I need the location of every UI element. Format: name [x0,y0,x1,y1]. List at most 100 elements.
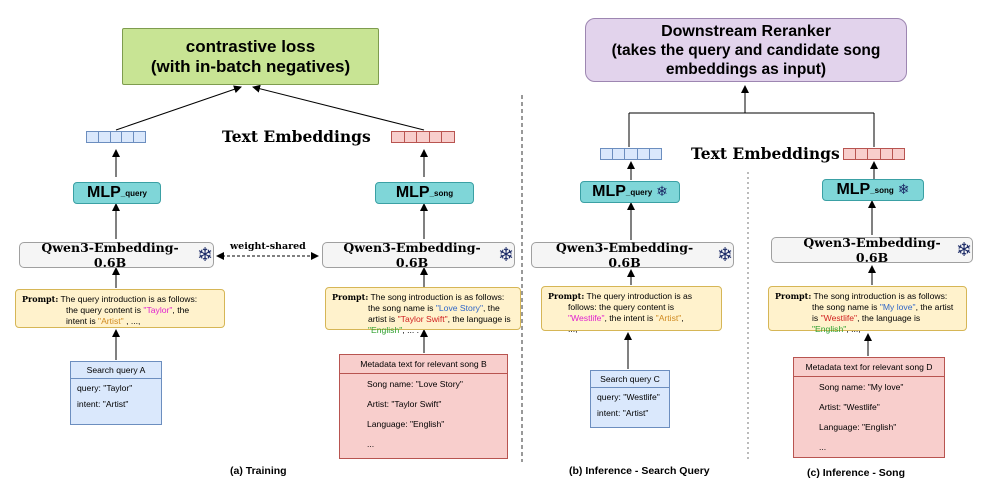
language-row: Language: "English" [819,422,897,432]
reranker-line3: embeddings as input) [665,60,827,78]
loss-line2: (with in-batch negatives) [150,56,351,76]
intent-row: intent: "Artist" [77,399,129,409]
prompt-text: , the language is [447,314,511,324]
prompt-text: The song introduction is as follows: [370,292,505,302]
prompt-value: "My love" [879,302,916,312]
query-embedding-vector-inference [600,148,663,160]
snowflake-icon: ❄ [956,238,972,261]
encoder-label: Qwen3-Embedding-0.6B [41,240,179,270]
prompt-text: , the [172,305,190,315]
snowflake-icon: ❄ [197,243,213,266]
song-name-row: Song name: "Love Story" [367,379,463,389]
prompt-text: , ..., [846,324,861,334]
metadata-header: Metadata text for relevant song D [794,358,944,377]
prompt-text: the song name is [812,302,880,312]
ellipsis-row: ... [367,439,375,449]
encoder-query-training: Qwen3-Embedding-0.6B ❄ [19,240,214,270]
artist-row: Artist: "Taylor Swift" [367,399,442,409]
prompt-text: is [812,313,821,323]
query-row: query: "Taylor" [77,383,133,393]
prompt-song-inference: Prompt: The song introduction is as foll… [768,286,967,334]
mlp-query-sub: _query [120,188,147,198]
mlp-song-inference: MLP_song❄ [822,179,924,201]
intent-row: intent: "Artist" [597,408,649,418]
prompt-value: "Love Story" [435,303,484,313]
encoder-song-inference: Qwen3-Embedding-0.6B ❄ [771,235,973,265]
snowflake-icon: ❄ [897,182,910,198]
text-embeddings-label-inference: Text Embeddings [691,144,840,163]
metadata-header: Metadata text for relevant song B [340,355,507,374]
encoder-label: Qwen3-Embedding-0.6B [343,240,481,270]
mlp-query-training: MLP_query [73,182,161,204]
prompt-text: ..., [568,324,578,334]
prompt-value: "Westlife" [820,313,858,323]
prompt-text: the song name is [368,303,436,313]
caption-inference-song: (c) Inference - Song [807,467,906,479]
prompt-text: The query introduction is as [586,291,693,301]
prompt-text: , the intent is [604,313,656,323]
prompt-label: Prompt [775,291,809,301]
prompt-text: The query introduction is as follows: [60,294,198,304]
search-query-a-box: Search query A query: "Taylor" intent: "… [70,361,162,425]
encoder-label: Qwen3-Embedding-0.6B [555,240,694,270]
prompt-text: , ... . [402,325,420,335]
mlp-song-sub: _song [870,185,894,195]
prompt-value: "Taylor" [143,305,173,315]
prompt-text: , ..., [123,316,141,326]
prompt-value: "English" [368,325,403,335]
song-name-row: Song name: "My love" [819,382,904,392]
prompt-song-training: Prompt: The song introduction is as foll… [325,287,521,335]
prompt-value: "Artist" [655,313,682,323]
prompt-text: follows: the query content is [568,302,675,312]
mlp-base-label: MLP [395,184,430,201]
snowflake-icon: ❄ [498,243,514,266]
contrastive-loss-box: contrastive loss (with in-batch negative… [122,28,379,85]
prompt-value: "English" [812,324,847,334]
search-query-c-box: Search query C query: "Westlife" intent:… [590,370,670,428]
metadata-song-b-box: Metadata text for relevant song B Song n… [339,354,508,459]
prompt-text: , the [483,303,500,313]
loss-line1: contrastive loss [185,36,316,56]
prompt-text: intent is [66,316,99,326]
prompt-text: artist is [368,314,398,324]
mlp-base-label: MLP [836,181,871,198]
prompt-value: "Artist" [98,316,124,326]
song-embedding-vector-inference [843,148,906,160]
prompt-value: "Taylor Swift" [397,314,448,324]
encoder-query-inference: Qwen3-Embedding-0.6B ❄ [531,240,734,270]
search-query-header: Search query C [591,371,669,388]
language-row: Language: "English" [367,419,445,429]
weight-shared-label: weight-shared [230,241,306,252]
mlp-base-label: MLP [86,184,121,201]
prompt-label: Prompt [22,294,56,304]
metadata-song-d-box: Metadata text for relevant song D Song n… [793,357,945,458]
prompt-text: , [681,313,684,323]
snowflake-icon: ❄ [717,243,733,266]
prompt-text: , the language is [857,313,921,323]
mlp-song-sub: _song [429,188,454,198]
text-embeddings-label-training: Text Embeddings [222,127,371,146]
encoder-label: Qwen3-Embedding-0.6B [803,235,941,265]
caption-inference-query: (b) Inference - Search Query [569,465,710,477]
mlp-query-inference: MLP_query❄ [580,181,680,203]
reranker-line1: Downstream Reranker [661,22,831,40]
search-query-header: Search query A [71,362,161,379]
prompt-label: Prompt [548,291,582,301]
mlp-query-sub: _query [625,187,653,197]
query-embedding-vector [86,131,146,143]
query-row: query: "Westlife" [597,392,660,402]
ellipsis-row: ... [819,442,827,452]
encoder-song-training: Qwen3-Embedding-0.6B ❄ [322,240,515,270]
snowflake-icon: ❄ [656,184,668,200]
mlp-song-training: MLP_song [375,182,474,204]
artist-row: Artist: "Westlife" [819,402,880,412]
prompt-text: , the artist [915,302,954,312]
prompt-query-training: Prompt: The query introduction is as fol… [15,289,225,328]
prompt-value: "Westlife" [568,313,605,323]
mlp-base-label: MLP [592,183,626,200]
caption-training: (a) Training [230,465,287,477]
song-embedding-vector [391,131,455,143]
prompt-label: Prompt [332,292,366,302]
downstream-reranker-box: Downstream Reranker (takes the query and… [585,18,907,82]
